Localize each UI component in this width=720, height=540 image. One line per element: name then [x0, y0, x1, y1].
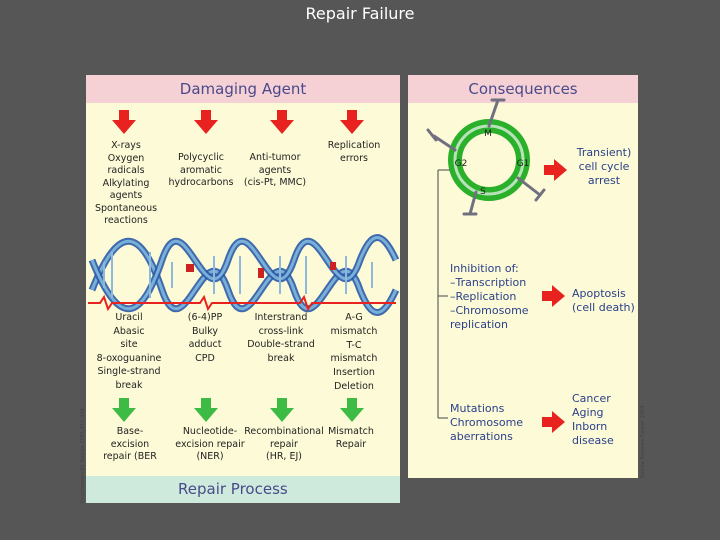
green-arrow-repair-2 [194, 398, 218, 422]
lesion-text-1: Uracil Abasic site 8-oxoguanine Single-s… [96, 312, 162, 391]
cycle-label-s: S [480, 187, 486, 197]
repair-text-3: Recombinational repair (HR, EJ) [244, 426, 324, 462]
red-arrow-agent-3 [270, 110, 294, 134]
agent-text-3: Anti-tumor agents (cis-Pt, MMC) [243, 152, 307, 188]
green-arrow-repair-3 [270, 398, 294, 422]
consequences-header: Consequences [408, 75, 638, 103]
red-arrow-agent-4 [340, 110, 364, 134]
dna-break-line [88, 294, 396, 312]
consequence-disease: Cancer Aging Inborn disease [572, 392, 614, 447]
consequence-apoptosis: Apoptosis (cell death) [572, 287, 635, 314]
credit-left: Hoeijmakers JH. Nature 2001;411:366 [80, 408, 86, 503]
lesion-text-3: Interstrand cross-link Double-strand bre… [247, 312, 315, 364]
lesion-text-4: A-G mismatch T-C mismatch Insertion Dele… [330, 312, 378, 392]
repair-text-1: Base- excision repair (BER [103, 426, 157, 462]
credit-right: Nature Reviews Cancer 2004 [640, 405, 646, 479]
cycle-label-g2: G2 [454, 159, 468, 169]
repair-text-4: Mismatch Repair [328, 426, 374, 450]
consequence-bracket [437, 169, 450, 419]
consequence-mutations: Mutations Chromosome aberrations [450, 402, 524, 443]
consequence-arrest: Transient) cell cycle arrest [576, 146, 632, 187]
consequence-inhibition: Inhibition of: –Transcription –Replicati… [450, 262, 529, 331]
lesion-text-2: (6-4)PP Bulky adduct CPD [187, 312, 223, 364]
agent-text-1: X-rays Oxygen radicals Alkylating agents… [94, 140, 158, 226]
damaging-agent-header: Damaging Agent [86, 75, 400, 103]
cell-cycle-diagram [426, 98, 546, 216]
dna-helix [88, 234, 400, 316]
agent-text-2: Polycyclic aromatic hydrocarbons [168, 152, 234, 188]
cycle-label-m: M [484, 129, 492, 139]
green-arrow-repair-1 [112, 398, 136, 422]
green-arrow-repair-4 [340, 398, 364, 422]
repair-process-header: Repair Process [86, 476, 400, 503]
red-arrow-agent-2 [194, 110, 218, 134]
agent-text-4: Replication errors [327, 140, 381, 164]
slide-title: Repair Failure [305, 4, 415, 23]
cycle-label-g1: G1 [516, 159, 530, 169]
red-arrow-agent-1 [112, 110, 136, 134]
red-arrow-consequence-1 [544, 159, 567, 181]
damaging-agent-panel: Damaging Agent [86, 75, 400, 503]
repair-text-2: Nucleotide- excision repair (NER) [175, 426, 245, 462]
